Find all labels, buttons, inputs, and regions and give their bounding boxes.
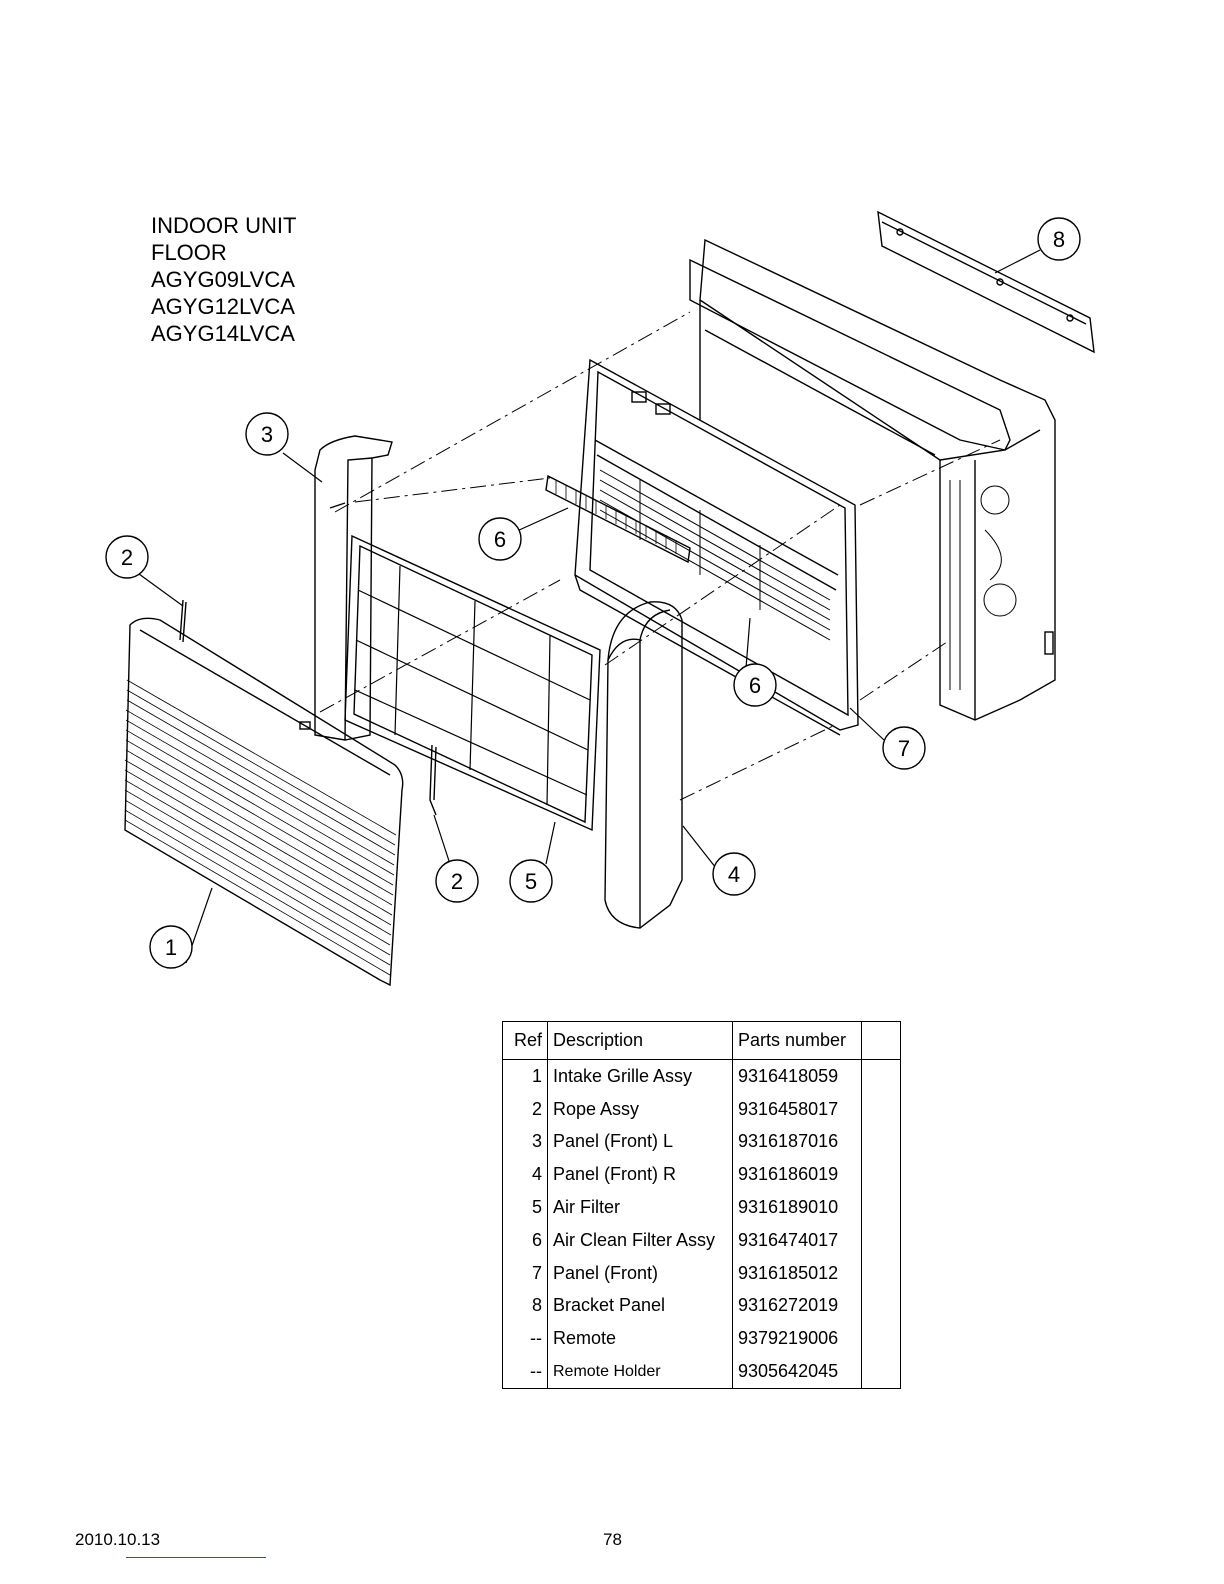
table-row: -- Remote Holder 9305642045 xyxy=(502,1355,901,1389)
row-part-number: 9316272019 xyxy=(732,1289,862,1323)
row-blank xyxy=(861,1158,901,1192)
table-row: 2 Rope Assy 9316458017 xyxy=(502,1092,901,1126)
title-line: FLOOR xyxy=(151,240,227,265)
table-row: 7 Panel (Front) 9316185012 xyxy=(502,1256,901,1290)
callout-3: 3 xyxy=(245,412,289,456)
chassis-drawing xyxy=(689,238,1056,721)
row-ref: 8 xyxy=(502,1289,548,1323)
row-part-number: 9379219006 xyxy=(732,1322,862,1356)
table-row: 1 Intake Grille Assy 9316418059 xyxy=(502,1059,901,1093)
panel-front-left-drawing xyxy=(314,435,393,741)
row-description: Bracket Panel xyxy=(547,1289,733,1323)
table-row: 5 Air Filter 9316189010 xyxy=(502,1191,901,1224)
callout-1: 1 xyxy=(149,925,193,969)
row-blank xyxy=(861,1223,901,1257)
row-ref: -- xyxy=(502,1322,548,1356)
air-clean-filter-drawing xyxy=(545,474,691,564)
row-ref: 6 xyxy=(502,1223,548,1257)
air-filter-drawing xyxy=(344,534,601,832)
svg-text:3: 3 xyxy=(261,422,273,447)
row-blank xyxy=(861,1289,901,1323)
row-description: Rope Assy xyxy=(547,1092,733,1126)
title-line: AGYG12LVCA xyxy=(151,294,295,319)
row-blank xyxy=(861,1125,901,1159)
svg-text:5: 5 xyxy=(525,869,537,894)
header-parts-number: Parts number xyxy=(732,1021,862,1060)
callout-2: 2 xyxy=(435,859,479,903)
row-description: Remote xyxy=(547,1322,733,1356)
panel-front-right-drawing xyxy=(604,601,683,929)
row-blank xyxy=(861,1355,901,1389)
model-title-block: INDOOR UNIT FLOOR AGYG09LVCA AGYG12LVCA … xyxy=(151,212,296,347)
row-description: Panel (Front) xyxy=(547,1256,733,1290)
row-description: Panel (Front) L xyxy=(547,1125,733,1159)
table-row: 3 Panel (Front) L 9316187016 xyxy=(502,1125,901,1159)
callout-6: 6 xyxy=(733,663,777,707)
footer-date: 2010.10.13 xyxy=(75,1530,161,1549)
page-number: 78 xyxy=(603,1530,622,1549)
row-description: Air Clean Filter Assy xyxy=(547,1223,733,1257)
row-ref: 3 xyxy=(502,1125,548,1159)
row-ref: 4 xyxy=(502,1158,548,1192)
callout-8: 8 xyxy=(1037,217,1081,261)
row-ref: -- xyxy=(502,1355,548,1389)
alignment-lines xyxy=(319,311,1001,801)
svg-text:1: 1 xyxy=(165,935,177,960)
parts-table: Ref Description Parts number 1 Intake Gr… xyxy=(502,1021,901,1389)
table-header-row: Ref Description Parts number xyxy=(502,1021,901,1060)
row-blank xyxy=(861,1256,901,1290)
svg-text:6: 6 xyxy=(749,673,761,698)
row-blank xyxy=(861,1059,901,1093)
table-row: 4 Panel (Front) R 9316186019 xyxy=(502,1158,901,1192)
row-ref: 1 xyxy=(502,1059,548,1093)
row-description: Panel (Front) R xyxy=(547,1158,733,1192)
row-ref: 7 xyxy=(502,1256,548,1290)
leader-lines xyxy=(138,249,1041,964)
row-part-number: 9316187016 xyxy=(732,1125,862,1159)
svg-text:4: 4 xyxy=(728,862,740,887)
svg-text:2: 2 xyxy=(121,545,133,570)
header-blank xyxy=(861,1021,901,1060)
callout-5: 5 xyxy=(509,859,553,903)
bracket-panel-drawing xyxy=(877,210,1095,354)
row-description: Air Filter xyxy=(547,1191,733,1224)
row-part-number: 9305642045 xyxy=(732,1355,862,1389)
svg-text:7: 7 xyxy=(898,736,910,761)
row-blank xyxy=(861,1322,901,1356)
rope-drawing xyxy=(179,599,437,816)
row-description: Remote Holder xyxy=(547,1355,733,1389)
title-line: AGYG14LVCA xyxy=(151,321,295,346)
row-part-number: 9316189010 xyxy=(732,1191,862,1224)
svg-text:6: 6 xyxy=(494,527,506,552)
svg-text:8: 8 xyxy=(1053,227,1065,252)
callout-7: 7 xyxy=(882,726,926,770)
row-part-number: 9316418059 xyxy=(732,1059,862,1093)
row-description: Intake Grille Assy xyxy=(547,1059,733,1093)
intake-grille-drawing xyxy=(124,617,404,987)
row-part-number: 9316474017 xyxy=(732,1223,862,1257)
title-line: AGYG09LVCA xyxy=(151,267,295,292)
callout-2: 2 xyxy=(105,535,149,579)
row-ref: 2 xyxy=(502,1092,548,1126)
footer-divider xyxy=(126,1557,266,1558)
callout-4: 4 xyxy=(712,852,756,896)
front-panel-frame-drawing xyxy=(574,358,859,736)
row-part-number: 9316186019 xyxy=(732,1158,862,1192)
header-ref: Ref xyxy=(502,1021,548,1060)
row-part-number: 9316185012 xyxy=(732,1256,862,1290)
row-ref: 5 xyxy=(502,1191,548,1224)
table-row: 8 Bracket Panel 9316272019 xyxy=(502,1289,901,1323)
table-row: 6 Air Clean Filter Assy 9316474017 xyxy=(502,1223,901,1257)
svg-text:2: 2 xyxy=(451,869,463,894)
header-description: Description xyxy=(547,1021,733,1060)
row-blank xyxy=(861,1191,901,1224)
callout-6: 6 xyxy=(478,517,522,561)
row-blank xyxy=(861,1092,901,1126)
title-line: INDOOR UNIT xyxy=(151,213,297,238)
table-row: -- Remote 9379219006 xyxy=(502,1322,901,1356)
row-part-number: 9316458017 xyxy=(732,1092,862,1126)
